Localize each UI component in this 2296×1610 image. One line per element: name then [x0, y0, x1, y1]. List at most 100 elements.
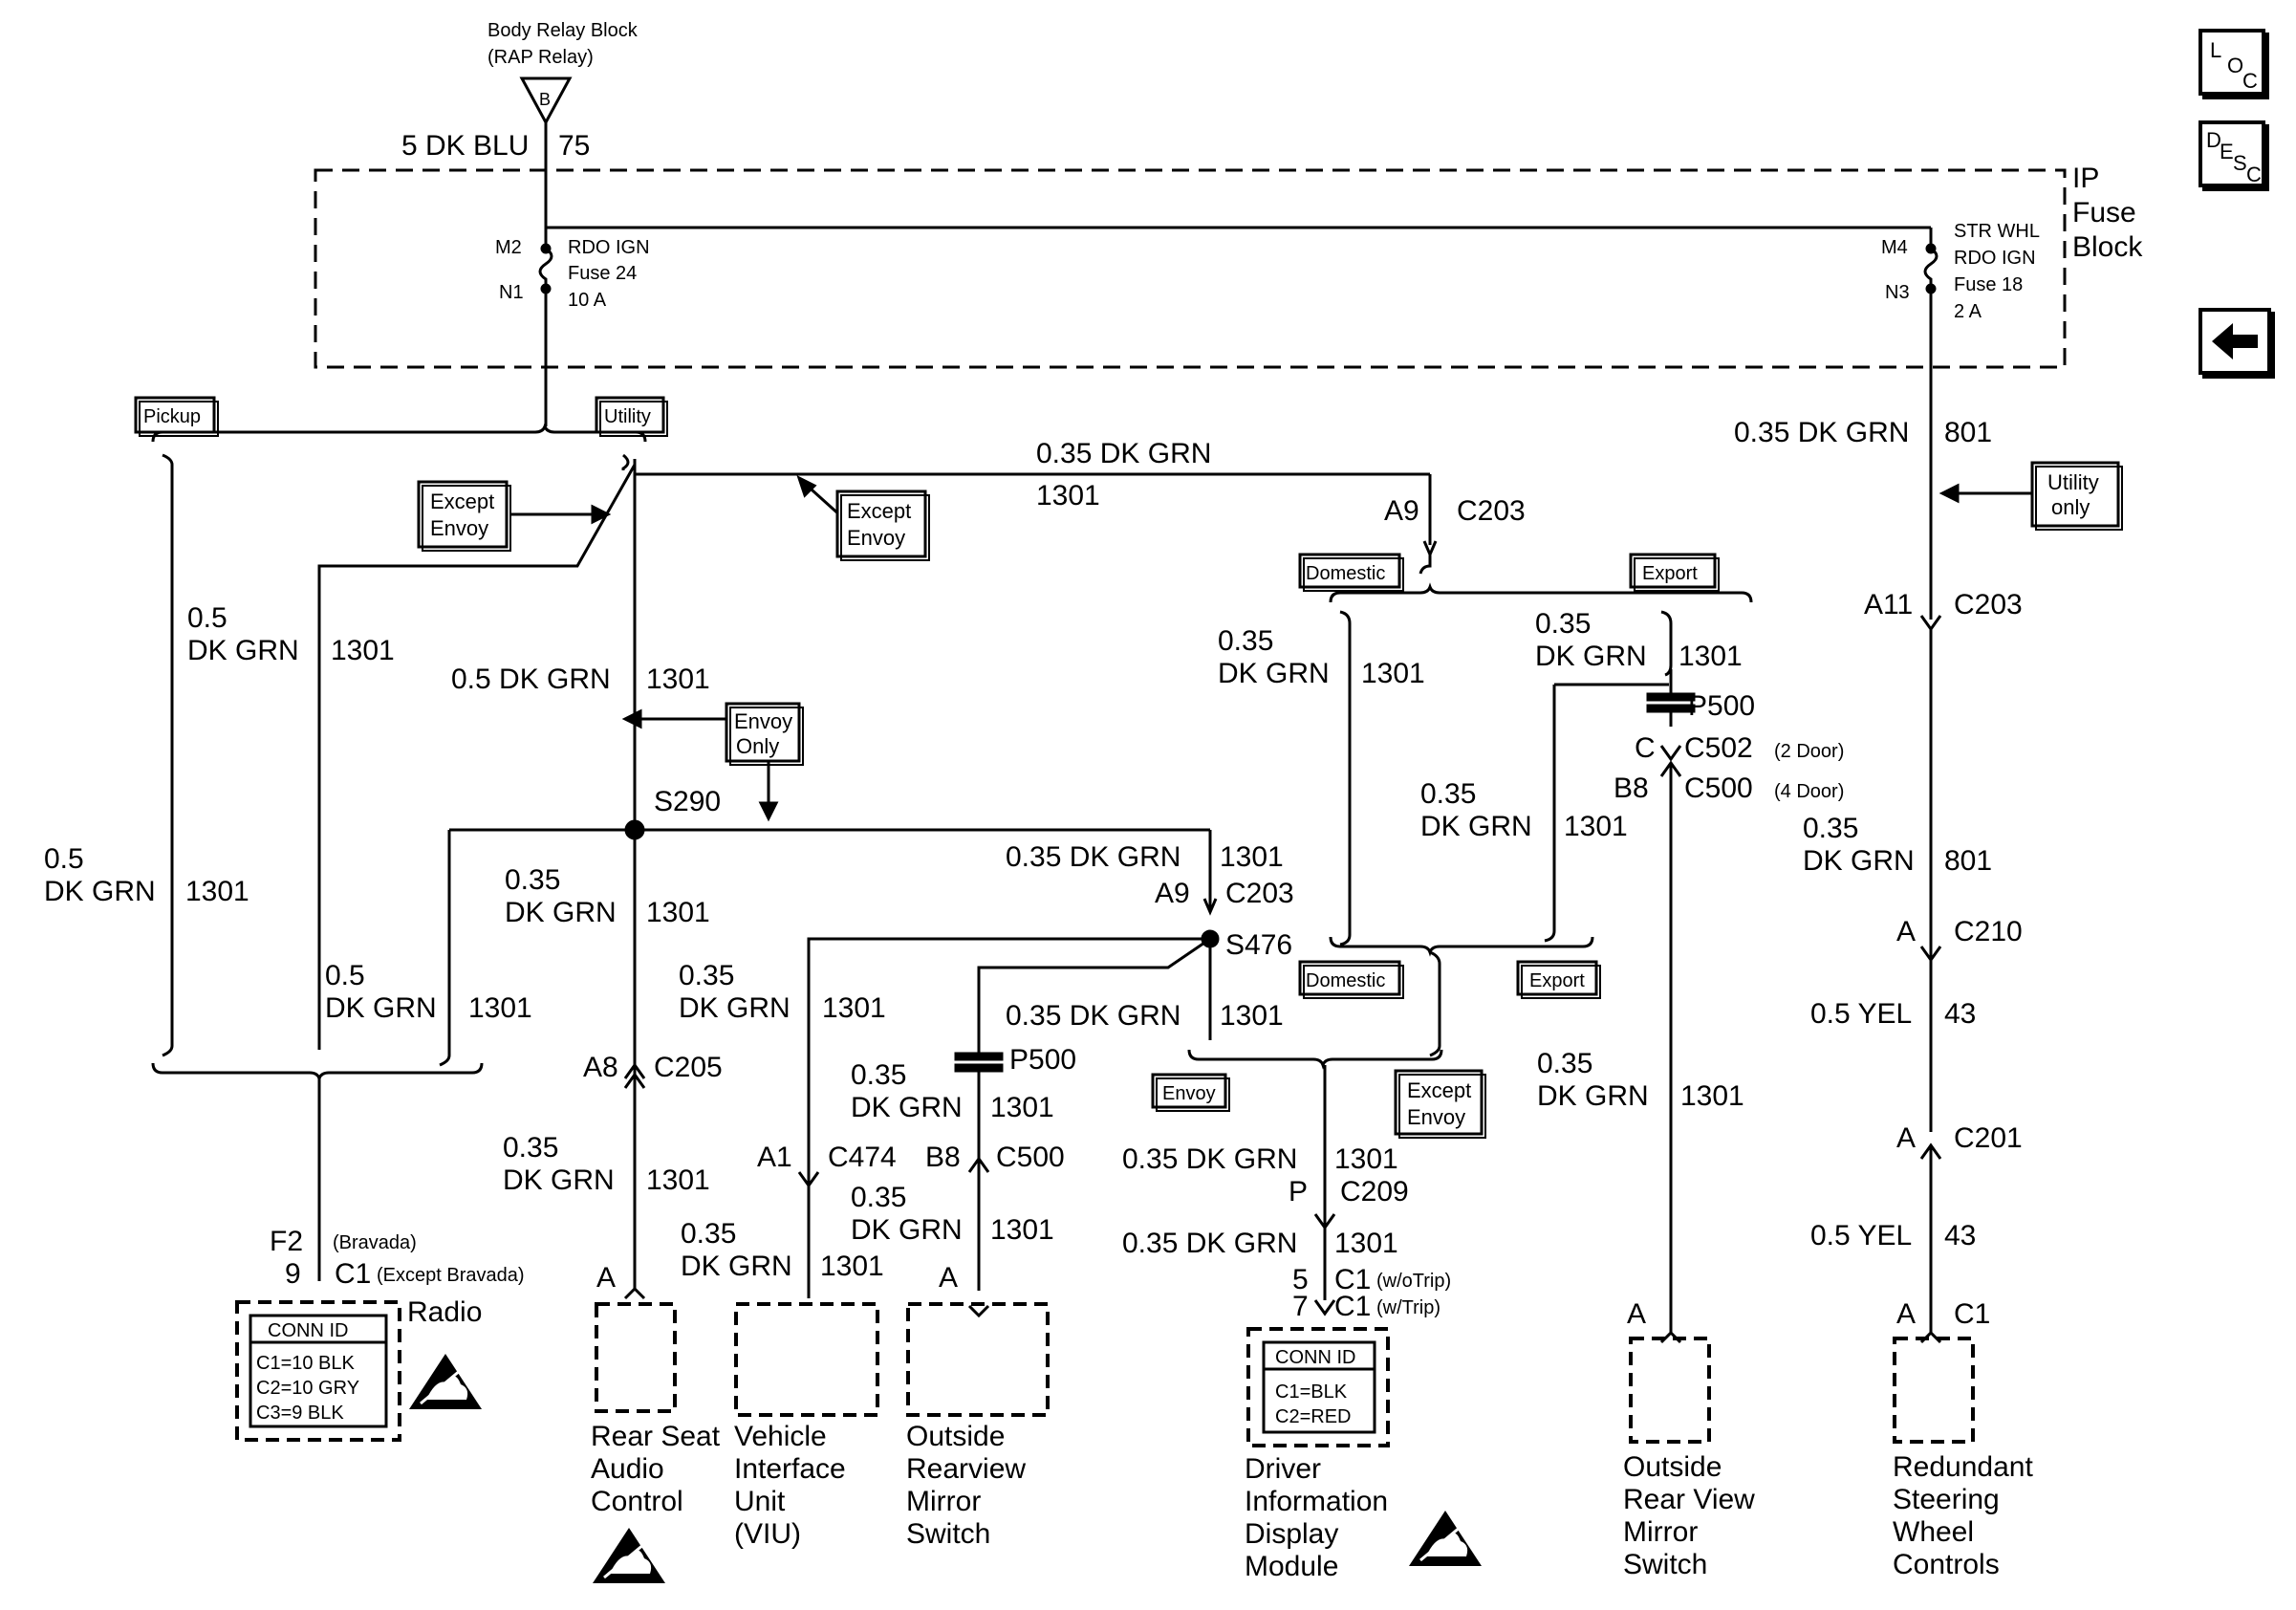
- connector-label: C474: [828, 1142, 897, 1173]
- except-envoy-bottom-2: Envoy: [1407, 1105, 1465, 1129]
- component-label: (VIU): [734, 1518, 801, 1550]
- connector-label: C203: [1457, 495, 1526, 527]
- connector-pin: 7: [1292, 1291, 1309, 1322]
- dic-conn-line-1: C1=BLK: [1275, 1382, 1348, 1403]
- connector-label: A: [596, 1262, 616, 1294]
- component-label: Steering: [1893, 1484, 2000, 1515]
- connector-note: (Except Bravada): [377, 1265, 525, 1286]
- connector-label: C1: [1954, 1298, 1990, 1330]
- vehicle-interface-unit: Vehicle Interface Unit (VIU): [734, 1302, 879, 1550]
- ip-fuse-block: IP Fuse Block M2 N1 RDO IGN Fuse 24 10 A…: [314, 163, 2143, 369]
- wire-circuit: 1301: [1334, 1143, 1398, 1175]
- except-envoy-left-2: Envoy: [430, 516, 488, 540]
- fuse24-pin-n1: N1: [499, 282, 524, 303]
- wire-label: DK GRN: [1218, 658, 1330, 689]
- wire-label: 0.5 YEL: [1810, 1220, 1912, 1251]
- connector-label: A8: [583, 1052, 618, 1083]
- except-envoy-top-2: Envoy: [847, 526, 905, 550]
- connector-label: C1: [1334, 1291, 1371, 1322]
- wire-circuit: 1301: [1220, 1000, 1284, 1032]
- connector-label: C203: [1954, 589, 2023, 620]
- wire-label: 0.35: [505, 864, 560, 896]
- component-label: Switch: [1623, 1549, 1707, 1580]
- relay-block-subtitle: (RAP Relay): [487, 47, 594, 68]
- wire-circuit: 1301: [646, 1164, 710, 1196]
- wire-label: DK GRN: [503, 1164, 615, 1196]
- wire-circuit: 1301: [185, 876, 249, 907]
- connector-label: C1: [1334, 1264, 1371, 1295]
- wire-label: DK GRN: [1803, 845, 1915, 877]
- desc-letter-3: S: [2233, 151, 2247, 175]
- wire-label: 0.5 YEL: [1810, 998, 1912, 1030]
- ip-fuse-block-title-3: Block: [2072, 231, 2143, 263]
- ip-fuse-block-outline: [314, 168, 2067, 369]
- component-label: Driver: [1245, 1453, 1321, 1485]
- wire-label: 0.35: [851, 1182, 906, 1213]
- dic-conn-title: CONN ID: [1275, 1347, 1355, 1368]
- wire-label: 0.35: [1537, 1048, 1592, 1079]
- except-envoy-top-1: Except: [847, 499, 911, 523]
- component-label: Module: [1245, 1551, 1338, 1582]
- wire-circuit: 1301: [1334, 1228, 1398, 1259]
- wire-label: 0.35: [681, 1218, 736, 1250]
- component-label: Outside: [1623, 1451, 1722, 1483]
- ip-fuse-block-title-1: IP: [2072, 163, 2099, 194]
- fuse18-pin-n3: N3: [1885, 282, 1910, 303]
- connector-label: F2: [270, 1226, 303, 1257]
- wire-label: DK GRN: [1535, 641, 1647, 672]
- fuse18-line-2: RDO IGN: [1954, 248, 2036, 269]
- component-label: Switch: [906, 1518, 990, 1550]
- component-label: Control: [591, 1486, 683, 1517]
- component-label: Outside: [906, 1421, 1005, 1452]
- option-boxes: Pickup Utility Except Envoy Except Envoy…: [134, 396, 2123, 1139]
- wire-label: DK GRN: [505, 897, 617, 928]
- fuse18-line-4: 2 A: [1954, 301, 1982, 322]
- component-label: Mirror: [906, 1486, 981, 1517]
- connector-label: C500: [1684, 772, 1753, 804]
- connector-note: (2 Door): [1774, 741, 1844, 762]
- export-top-label: Export: [1642, 563, 1698, 584]
- wire-75-circuit: 75: [558, 130, 590, 162]
- envoy-label: Envoy: [1162, 1083, 1216, 1104]
- connector-label: B8: [925, 1142, 961, 1173]
- connector-label: A: [939, 1262, 958, 1294]
- envoy-only-2: Only: [736, 734, 779, 758]
- except-envoy-bottom-1: Except: [1407, 1078, 1471, 1102]
- back-button[interactable]: [2199, 308, 2271, 375]
- wire-circuit: 1301: [820, 1251, 884, 1282]
- connector-note: (4 Door): [1774, 781, 1844, 802]
- terminal-b-triangle: [519, 76, 573, 126]
- connector-label: A: [1896, 916, 1916, 947]
- radio-conn-line-3: C3=9 BLK: [256, 1403, 344, 1424]
- dic-conn-line-2: C2=RED: [1275, 1406, 1351, 1427]
- wire-circuit: 1301: [990, 1092, 1054, 1123]
- wire-circuit: 1301: [1036, 480, 1100, 511]
- relay-block-title: Body Relay Block: [487, 20, 639, 41]
- wire-circuit: 801: [1944, 417, 1992, 448]
- component-label: Interface: [734, 1453, 846, 1485]
- connector-label: P500: [1009, 1044, 1076, 1076]
- connector-label: A: [1896, 1298, 1916, 1330]
- component-label: Rearview: [906, 1453, 1026, 1485]
- component-label: Rear Seat: [591, 1421, 721, 1452]
- wire-circuit: 1301: [468, 992, 532, 1024]
- desc-button[interactable]: D E S C: [2199, 120, 2265, 187]
- radio-conn-line-1: C1=10 BLK: [256, 1353, 356, 1374]
- utility-label: Utility: [604, 406, 651, 427]
- wire-label: DK GRN: [187, 635, 299, 666]
- wire-circuit: 1301: [1220, 841, 1284, 873]
- connector-label: C500: [996, 1142, 1065, 1173]
- wire-label: 0.35: [503, 1132, 558, 1164]
- connector-note: (w/oTrip): [1376, 1271, 1451, 1292]
- wire-label: 0.35: [1535, 608, 1591, 640]
- wire-label: 0.5: [44, 843, 84, 875]
- fuse18-line-3: Fuse 18: [1954, 274, 2023, 295]
- connector-label: C210: [1954, 916, 2023, 947]
- domestic-top-label: Domestic: [1306, 563, 1385, 584]
- wire-label: DK GRN: [44, 876, 156, 907]
- component-label: Rear View: [1623, 1484, 1755, 1515]
- terminal-b-label: B: [539, 90, 551, 109]
- connector-label: C209: [1340, 1176, 1409, 1208]
- loc-button[interactable]: L O C: [2199, 29, 2265, 96]
